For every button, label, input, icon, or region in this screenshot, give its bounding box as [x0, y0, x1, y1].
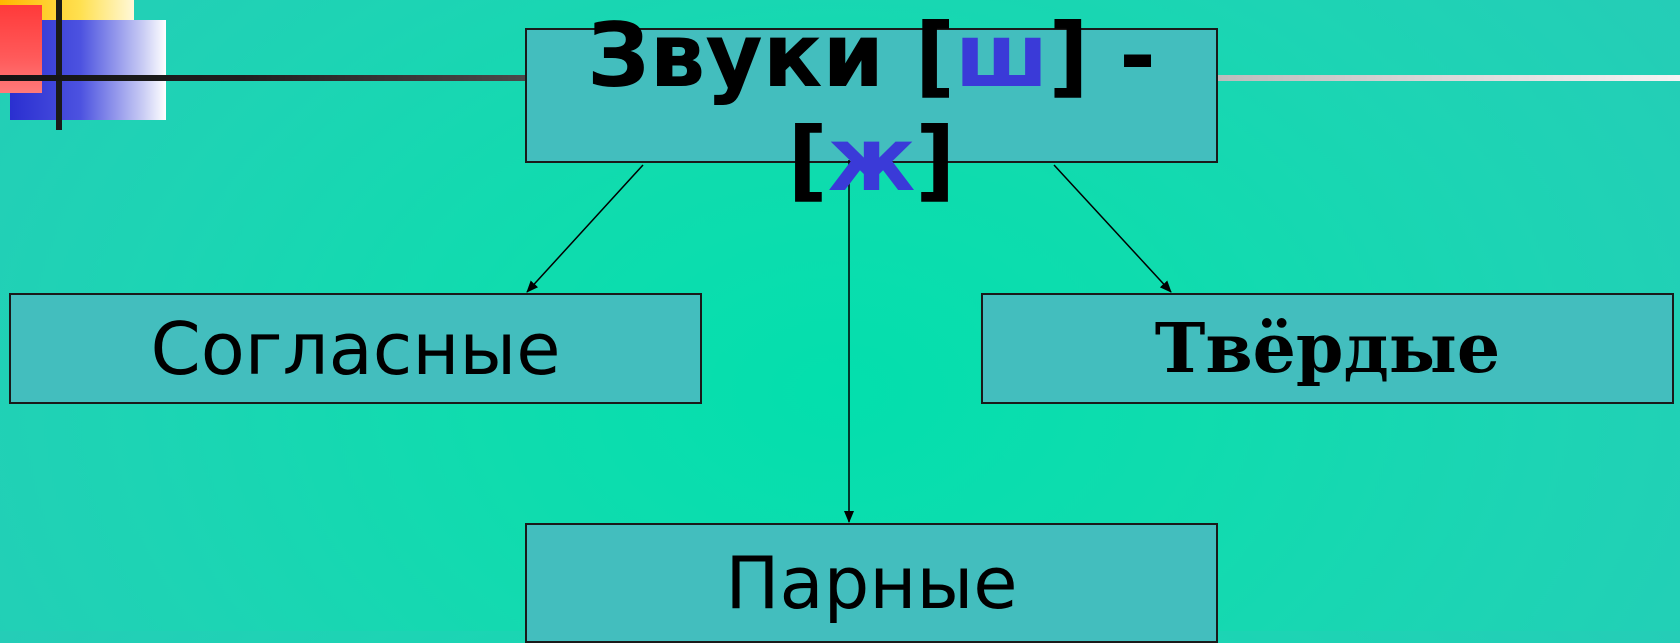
title-box — [525, 28, 1218, 163]
node-label-tverdye: Твёрдые — [1154, 308, 1501, 389]
diagram-title: Звуки [ш] - [ж] — [525, 4, 1218, 212]
title-line1-suffix: ] - — [1048, 4, 1156, 107]
logo-horizontal-line — [0, 75, 525, 81]
node-box-parnye: Парные — [525, 523, 1218, 643]
arrow-to-tverdye — [1053, 164, 1172, 293]
title-accent-zh: ж — [827, 108, 916, 211]
node-box-tverdye: Твёрдые — [981, 293, 1674, 404]
node-label-soglasnye: Согласные — [150, 306, 561, 391]
logo-vertical-line — [56, 0, 62, 130]
title-line2-suffix: ] — [915, 108, 956, 211]
title-line1-prefix: Звуки [ — [587, 4, 955, 107]
title-line-2: [ж] — [525, 108, 1218, 212]
decorative-right-line — [1217, 75, 1680, 81]
title-accent-sh: ш — [954, 4, 1049, 107]
node-box-soglasnye: Согласные — [9, 293, 702, 404]
title-line-1: Звуки [ш] - — [525, 4, 1218, 108]
node-label-parnye: Парные — [725, 541, 1018, 625]
arrow-to-soglasnye — [526, 164, 644, 293]
title-line2-prefix: [ — [787, 108, 828, 211]
